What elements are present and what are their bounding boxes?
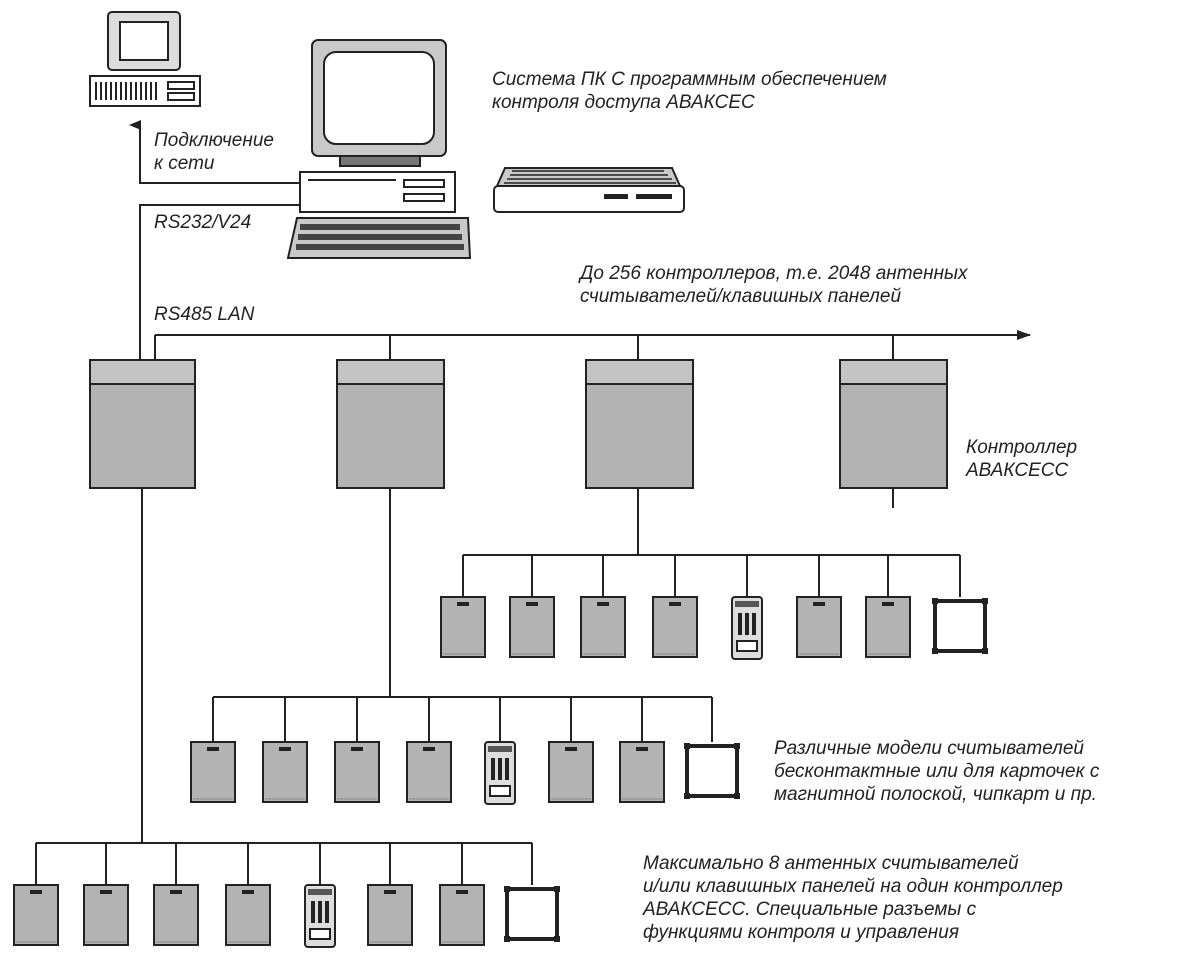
rs232-label: RS232/V24 xyxy=(154,212,252,233)
keypad-icon xyxy=(304,884,336,948)
card-reader-icon xyxy=(153,884,199,946)
network-connection-label: Подключение к сети xyxy=(154,130,274,174)
card-reader-icon xyxy=(13,884,59,946)
antenna-reader-icon xyxy=(932,598,988,654)
card-reader-icon xyxy=(580,596,626,658)
card-reader-icon xyxy=(225,884,271,946)
reader-row-2 xyxy=(190,696,740,805)
pc-system-label: Система ПК С программным обеспечением ко… xyxy=(492,69,887,113)
reader-bus xyxy=(212,696,713,742)
network-connection xyxy=(129,120,300,184)
card-reader-icon xyxy=(367,884,413,946)
controllers-max-label: До 256 контроллеров, т.е. 2048 антенных … xyxy=(580,263,968,307)
card-reader-icon xyxy=(440,596,486,658)
card-reader-icon xyxy=(406,741,452,803)
antenna-reader-icon xyxy=(504,886,560,942)
controller-icon xyxy=(839,359,948,508)
rs485-label: RS485 LAN xyxy=(154,304,255,325)
rs232-connection xyxy=(139,204,300,360)
antenna-reader-icon xyxy=(684,743,740,799)
reader-row-1 xyxy=(440,554,988,660)
printer-icon xyxy=(493,167,685,213)
controller-icon xyxy=(585,359,694,489)
controller-icon xyxy=(336,359,445,489)
reader-bus xyxy=(462,554,961,597)
card-reader-icon xyxy=(262,741,308,803)
card-reader-icon xyxy=(509,596,555,658)
card-reader-icon xyxy=(190,741,236,803)
reader-bus xyxy=(35,842,533,885)
card-reader-icon xyxy=(619,741,665,803)
controller-label: Контроллер АВАКСЕСС xyxy=(966,437,1078,481)
controller-icon xyxy=(89,359,196,489)
reader-row-3 xyxy=(13,842,560,948)
card-reader-icon xyxy=(439,884,485,946)
controller-connections xyxy=(141,488,639,843)
readers-label: Различные модели считывателей бесконтакт… xyxy=(774,738,1100,805)
card-reader-icon xyxy=(334,741,380,803)
main-pc-icon xyxy=(286,39,472,259)
keypad-icon xyxy=(731,596,763,660)
card-reader-icon xyxy=(796,596,842,658)
rs485-bus xyxy=(154,330,1031,360)
card-reader-icon xyxy=(83,884,129,946)
keypad-icon xyxy=(484,741,516,805)
card-reader-icon xyxy=(652,596,698,658)
network-computer-icon xyxy=(89,11,201,107)
card-reader-icon xyxy=(548,741,594,803)
card-reader-icon xyxy=(865,596,911,658)
max-readers-label: Максимально 8 антенных считывателей и/ил… xyxy=(643,853,1063,943)
